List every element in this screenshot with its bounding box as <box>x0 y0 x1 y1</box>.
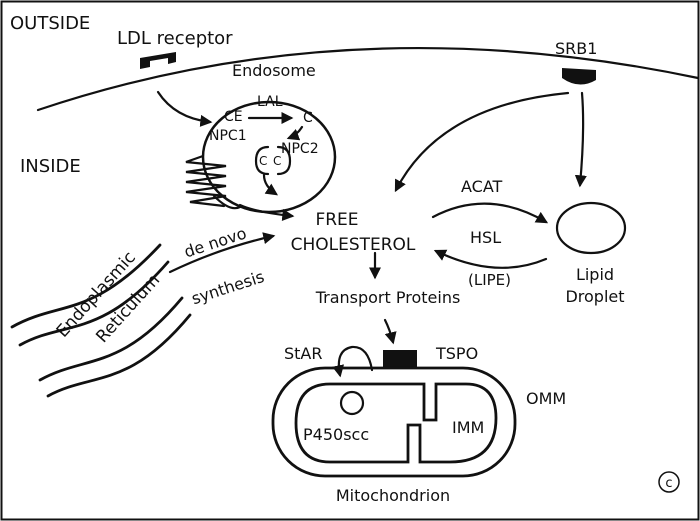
npc1-label: NPC1 <box>209 128 247 144</box>
cell-membrane <box>36 46 700 112</box>
transport-to-tspo-arrow <box>383 318 397 345</box>
lipid-droplet <box>555 201 627 255</box>
p450scc-circle <box>339 390 365 416</box>
npc2-label: NPC2 <box>281 141 319 157</box>
ce-label: CE <box>224 109 243 125</box>
mitochondrion-outer-membrane <box>271 366 517 478</box>
srb1-shape <box>562 68 596 85</box>
endoplasmic-reticulum <box>10 243 192 398</box>
lipid-label: Lipid <box>576 265 614 284</box>
lal-label: LAL <box>257 94 283 110</box>
ldl-receptor-shape <box>140 52 176 69</box>
npc1-zigzag <box>185 154 227 208</box>
endosome-inner-arrow <box>262 173 279 196</box>
endocytosis-arrow <box>156 90 213 127</box>
free-c-label: C <box>303 110 313 126</box>
free-label: FREE <box>315 210 358 230</box>
c-right-label: C <box>273 154 281 168</box>
p450scc-label: P450scc <box>303 425 369 444</box>
lipe-label: (LIPE) <box>468 271 511 289</box>
outside-label: OUTSIDE <box>10 13 90 34</box>
star-label: StAR <box>284 344 323 363</box>
ldl-receptor-label: LDL receptor <box>117 28 233 49</box>
acat-arrow <box>431 202 549 224</box>
copyright-label: c <box>665 476 672 491</box>
npc1-tail <box>212 194 242 210</box>
mitochondrion-label: Mitochondrion <box>336 486 450 505</box>
tspo-shape <box>383 350 417 367</box>
srb1-to-droplet-arrow <box>574 91 587 188</box>
omm-label: OMM <box>526 389 566 408</box>
cholesterol-label: CHOLESTEROL <box>291 235 416 255</box>
npc2-arrow <box>286 125 304 141</box>
star-arrow <box>332 345 374 378</box>
c-left-label: C <box>259 154 267 168</box>
transport-proteins-label: Transport Proteins <box>315 288 461 307</box>
copyright-circle <box>658 471 680 493</box>
hsl-label: HSL <box>470 228 501 247</box>
npc-right-pocket <box>276 145 292 176</box>
endosome-out-arrow <box>238 203 295 221</box>
npc-left-pocket <box>254 145 270 176</box>
tspo-label: TSPO <box>435 344 478 363</box>
synthesis-label: synthesis <box>189 267 267 308</box>
hsl-arrow <box>433 249 548 269</box>
mitochondrion-inner-membrane <box>294 382 498 464</box>
acat-label: ACAT <box>461 177 503 196</box>
srb1-to-cholesterol-arrow <box>394 91 570 193</box>
de-novo-label: de novo <box>182 223 249 261</box>
inside-label: INSIDE <box>20 156 81 177</box>
endosome-label: Endosome <box>232 61 316 80</box>
imm-label: IMM <box>452 418 484 437</box>
droplet-label: Droplet <box>565 287 624 306</box>
srb1-label: SRB1 <box>555 39 597 58</box>
synthesis-arrow <box>168 232 276 274</box>
